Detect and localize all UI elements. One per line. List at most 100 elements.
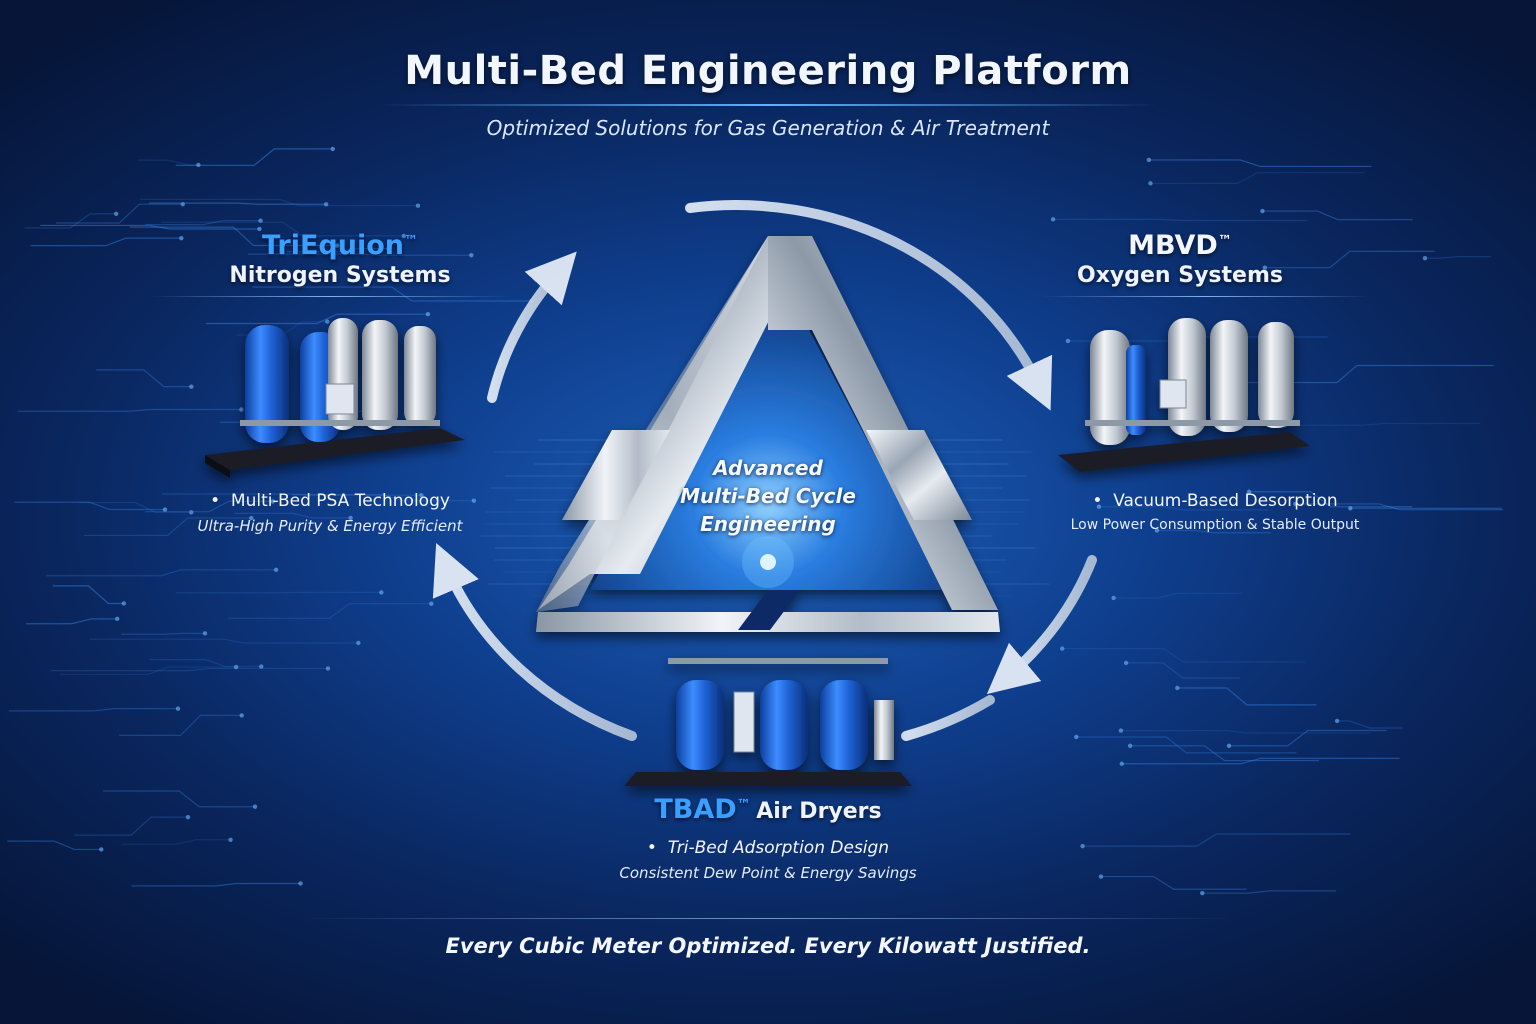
circuit-trace <box>79 501 192 513</box>
circuit-trace <box>1113 592 1242 599</box>
cycle-arrow-top-right <box>685 200 1053 411</box>
circuit-trace <box>1337 720 1403 729</box>
adsorption-skid-icon <box>205 318 465 478</box>
feature-detail: Low Power Consumption & Stable Output <box>1070 517 1360 533</box>
circuit-node <box>386 246 391 251</box>
circuit-node <box>196 162 201 168</box>
cycle-arrow-bottom-right <box>901 695 995 741</box>
product-brand: TBAD <box>654 794 737 825</box>
circuit-node <box>1074 734 1079 740</box>
circuit-node <box>189 384 194 389</box>
product-subtitle: Air Dryers <box>756 799 882 824</box>
circuit-trace <box>55 203 183 224</box>
circuit-node <box>115 616 120 622</box>
circuit-trace <box>14 501 165 511</box>
circuit-trace <box>74 816 188 836</box>
cycle-arrow-left <box>487 251 577 403</box>
triangle-emblem-icon <box>536 236 1000 632</box>
circuit-trace <box>286 247 389 253</box>
circuit-node <box>99 847 104 852</box>
circuit-trace <box>121 632 206 635</box>
cycle-arrow-right <box>986 555 1097 695</box>
circuit-trace <box>1121 757 1400 765</box>
circuit-node <box>228 837 233 842</box>
page-title: Multi-Bed Engineering Platform <box>404 48 1132 94</box>
circuit-node <box>202 631 208 636</box>
section-divider <box>1040 296 1370 297</box>
circuit-node <box>180 201 185 207</box>
circuit-node <box>1098 874 1104 879</box>
cycle-arrow-bottom-left <box>432 543 637 741</box>
circuit-node <box>270 499 276 504</box>
circuit-trace <box>1150 172 1365 184</box>
circuit-node <box>330 146 335 152</box>
circuit-trace <box>1202 890 1337 894</box>
circuit-node <box>1334 718 1340 724</box>
circuit-node <box>425 311 431 317</box>
trademark-mark: ™ <box>736 797 751 813</box>
circuit-node <box>298 881 303 886</box>
product-title-air-dryers: TBAD™ Air Dryers <box>568 794 968 825</box>
circuit-node <box>1293 501 1298 507</box>
circuit-node <box>1123 660 1129 666</box>
circuit-trace <box>30 237 182 247</box>
feature-block-nitrogen: • Multi-Bed PSA Technology Ultra-High Pu… <box>150 491 510 535</box>
circuit-trace <box>1285 422 1481 426</box>
product-title-nitrogen: TriEquion™ Nitrogen Systems <box>180 230 500 288</box>
circuit-trace <box>8 708 179 712</box>
circuit-node <box>179 235 184 241</box>
feature-bullet: • Vacuum-Based Desorption <box>1092 491 1338 511</box>
bullet-glyph: • <box>210 491 221 511</box>
circuit-node <box>175 706 181 711</box>
circuit-trace <box>140 198 418 207</box>
feature-bullet: • Tri-Bed Adsorption Design <box>646 838 890 858</box>
adsorption-skid-icon <box>1058 318 1310 472</box>
circuit-node <box>1050 217 1056 222</box>
product-brand: TriEquion <box>261 230 405 261</box>
product-subtitle: Nitrogen Systems <box>229 263 451 288</box>
circuit-trace <box>234 512 351 519</box>
circuit-node <box>429 601 434 606</box>
circuit-node <box>325 319 330 324</box>
circuit-trace <box>1264 250 1435 269</box>
circuit-node <box>1119 761 1124 766</box>
circuit-node <box>273 567 279 573</box>
circuit-node <box>121 601 127 606</box>
circuit-node <box>252 804 258 809</box>
circuit-trace <box>24 213 117 229</box>
feature-bullet: • Multi-Bed PSA Technology <box>210 491 450 511</box>
circuit-node <box>471 498 477 503</box>
circuit-node <box>1200 890 1205 896</box>
circuit-node <box>162 507 168 512</box>
circuit-node <box>259 664 264 669</box>
product-subtitle: Oxygen Systems <box>1077 263 1283 288</box>
circuit-node <box>1260 208 1265 214</box>
circuit-node <box>1154 528 1160 533</box>
circuit-node <box>257 226 262 232</box>
circuit-trace <box>46 569 277 577</box>
circuit-node <box>185 814 191 820</box>
circuit-node <box>1422 255 1428 261</box>
title-divider <box>380 104 1156 106</box>
circuit-trace <box>1295 503 1504 511</box>
circuit-trace <box>161 493 422 496</box>
circuit-node <box>323 202 329 207</box>
circuit-trace <box>40 224 260 230</box>
circuit-node <box>1246 489 1252 494</box>
circuit-trace <box>145 220 261 226</box>
feature-block-air-dryers: • Tri-Bed Adsorption Design Consistent D… <box>568 838 968 882</box>
circuit-node <box>325 666 331 671</box>
circuit-node <box>249 515 254 521</box>
center-label-line: Advanced <box>713 456 823 480</box>
circuit-trace <box>129 226 338 247</box>
circuit-node <box>1111 595 1116 601</box>
circuit-node <box>348 515 353 521</box>
center-emblem-label: Advanced Multi-Bed Cycle Engineering <box>668 454 868 538</box>
circuit-trace <box>18 408 242 412</box>
circuit-node <box>1226 743 1232 748</box>
cycle-arrow-icon <box>432 200 1097 741</box>
circuit-trace <box>1262 210 1413 221</box>
circuit-node <box>1148 181 1153 186</box>
bullet-glyph: • <box>646 838 657 858</box>
